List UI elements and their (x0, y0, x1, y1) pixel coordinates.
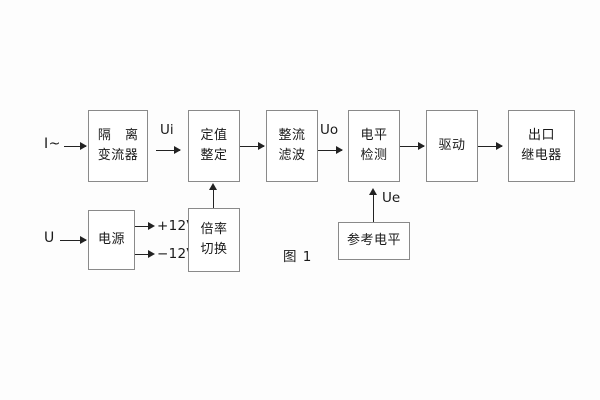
arrowhead-uo (336, 145, 343, 154)
connector-uo (318, 150, 342, 151)
block-isolation-ct-line1: 隔 离 (97, 127, 144, 143)
connector-voltage-input (60, 240, 86, 241)
arrowhead-reference-to-level (369, 188, 377, 195)
connector-current-input (64, 146, 86, 147)
block-output-relay-line1: 出口 (527, 127, 555, 143)
block-setting-line1: 定值 (200, 127, 228, 143)
block-level-detect-line2: 检测 (360, 148, 388, 163)
block-output-relay-line2: 继电器 (521, 148, 562, 163)
block-rectify-filter-line2: 滤波 (278, 148, 306, 163)
signal-label-ue: Ue (382, 190, 401, 206)
input-label-voltage: U (44, 230, 55, 246)
arrowhead-multiplier-to-setting (209, 183, 217, 190)
connector-multiplier-to-setting (213, 190, 214, 208)
arrowhead-voltage-input (80, 235, 87, 244)
block-setting-line2: 整定 (200, 148, 228, 163)
signal-label-ui: Ui (160, 122, 174, 138)
block-multiplier-switch-line2: 切换 (200, 242, 228, 257)
connector-rail-positive (135, 226, 153, 227)
block-rectify-filter[interactable]: 整流 滤波 (266, 110, 318, 182)
connector-setting-to-rectify (240, 146, 264, 147)
block-rectify-filter-line1: 整流 (278, 127, 306, 143)
block-reference-level-line1: 参考电平 (346, 232, 401, 248)
block-multiplier-switch-line1: 倍率 (200, 221, 228, 237)
block-multiplier-switch[interactable]: 倍率 切换 (188, 208, 240, 272)
arrowhead-setting-to-rectify (258, 141, 265, 150)
block-output-relay[interactable]: 出口 继电器 (508, 110, 575, 182)
rail-label-negative: −12V (157, 246, 196, 262)
arrowhead-rail-positive (148, 221, 155, 230)
connector-reference-to-level (373, 194, 374, 222)
block-drive[interactable]: 驱动 (426, 110, 478, 182)
arrowhead-current-input (80, 141, 87, 150)
arrowhead-drive-to-relay (496, 141, 503, 150)
block-power-supply-line1: 电源 (97, 231, 125, 247)
arrowhead-rail-negative (148, 249, 155, 258)
arrowhead-ui (174, 145, 181, 154)
block-reference-level[interactable]: 参考电平 (338, 222, 410, 260)
signal-label-uo: Uo (320, 122, 339, 138)
input-label-current: I~ (44, 136, 61, 152)
connector-level-to-drive (400, 146, 424, 147)
connector-ui (156, 150, 180, 151)
block-isolation-ct-line2: 变流器 (97, 148, 139, 163)
connector-drive-to-relay (478, 146, 502, 147)
arrowhead-level-to-drive (418, 141, 425, 150)
rail-label-positive: +12V (157, 218, 196, 234)
connector-rail-negative (135, 254, 153, 255)
block-setting[interactable]: 定值 整定 (188, 110, 240, 182)
block-drive-line1: 驱动 (438, 137, 466, 153)
block-power-supply[interactable]: 电源 (88, 210, 135, 270)
block-level-detect-line1: 电平 (360, 127, 388, 143)
block-level-detect[interactable]: 电平 检测 (348, 110, 400, 182)
block-isolation-ct[interactable]: 隔 离 变流器 (88, 110, 148, 182)
figure-caption: 图 1 (283, 249, 313, 265)
